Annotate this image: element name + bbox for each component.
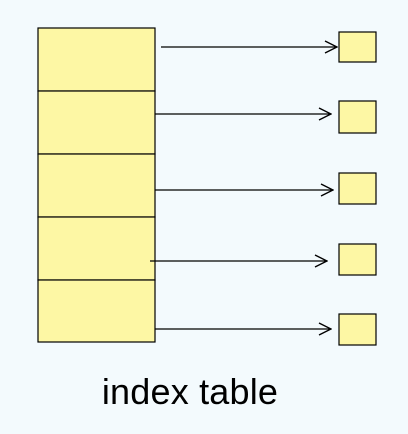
index-slot-2 xyxy=(37,90,156,155)
index-slot-3 xyxy=(37,153,156,218)
diagram-caption: index table xyxy=(101,371,279,412)
target-block-1 xyxy=(338,31,377,63)
target-block-2 xyxy=(338,100,377,134)
target-block-3 xyxy=(338,172,377,205)
index-table xyxy=(37,27,156,343)
target-block-4 xyxy=(338,243,377,276)
index-slot-4 xyxy=(37,216,156,281)
pointer-arrows xyxy=(150,47,337,329)
target-block-5 xyxy=(338,313,377,346)
index-slot-5 xyxy=(37,279,156,343)
index-slot-1 xyxy=(37,27,156,92)
target-blocks xyxy=(338,31,377,346)
